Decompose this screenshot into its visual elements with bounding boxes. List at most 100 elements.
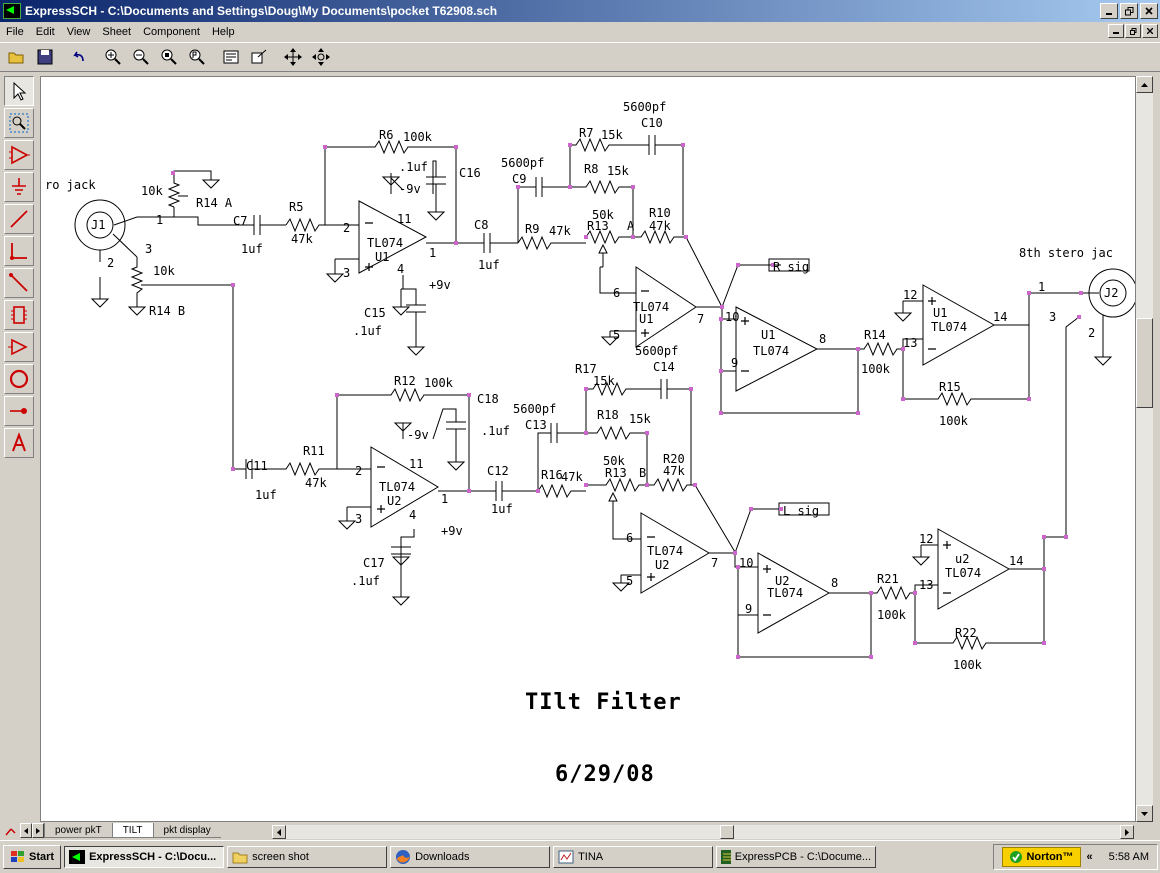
circle-tool[interactable] (4, 364, 34, 394)
doc-close-button[interactable] (1142, 24, 1158, 38)
scroll-left-button[interactable] (272, 825, 286, 839)
menu-view[interactable]: View (66, 25, 91, 38)
c11-value: 1uf (255, 488, 277, 502)
pin-9: 9 (731, 356, 738, 370)
ground-tool[interactable] (4, 172, 34, 202)
pin-1c: 1 (1038, 280, 1045, 294)
taskbar-item-screen-shot[interactable]: screen shot (227, 846, 388, 868)
vertical-scroll-thumb[interactable] (1136, 318, 1153, 408)
corner-wire-icon (10, 243, 27, 260)
vertical-scrollbar[interactable] (1136, 76, 1153, 822)
sheet-tab-bar: power pkT TILT pkt display (4, 822, 1154, 839)
doc-restore-button[interactable] (1125, 24, 1141, 38)
orthogonal-wire-tool[interactable] (4, 236, 34, 266)
minimize-button[interactable] (1100, 3, 1118, 19)
tab-pkt-display[interactable]: pkt display (152, 823, 221, 838)
schematic-drawing: ro jack J1 10k R14 A 1 3 2 10k R14 B C7 … (45, 100, 1135, 787)
open-button[interactable] (4, 44, 30, 70)
scroll-down-button[interactable] (1136, 805, 1153, 822)
pan-arrows-icon (284, 48, 302, 66)
c9-label: C9 (512, 172, 526, 186)
zoom-select-tool[interactable] (4, 108, 34, 138)
zoom-page-button[interactable] (184, 44, 210, 70)
close-icon (1145, 7, 1153, 15)
arrow-left-icon (24, 827, 28, 834)
tab-scroll-left[interactable] (20, 823, 32, 838)
u1a-ref: U1 (375, 250, 389, 264)
junction-tool[interactable] (4, 396, 34, 426)
pan-button[interactable] (280, 44, 306, 70)
tray-expand-button[interactable]: « (1086, 851, 1093, 863)
taskbar-item-downloads[interactable]: Downloads (390, 846, 551, 868)
undo-button[interactable] (66, 44, 92, 70)
r5-label: R5 (289, 200, 303, 214)
menu-file[interactable]: File (6, 25, 24, 38)
taskbar-item-label: ExpressSCH - C:\Docu... (89, 851, 217, 863)
move-button[interactable] (308, 44, 334, 70)
r17-value: 15k (593, 374, 615, 388)
menu-help[interactable]: Help (211, 25, 235, 38)
stereo-jack-label: 8th stero jac (1019, 246, 1113, 260)
taskbar-item-expresssch[interactable]: ExpressSCH - C:\Docu... (64, 846, 225, 868)
folder-icon (232, 852, 248, 864)
bus-tool[interactable] (4, 268, 34, 298)
start-button[interactable]: Start (3, 845, 62, 869)
tab-power-pkt[interactable]: power pkT (44, 823, 112, 838)
r22-label: R22 (955, 626, 977, 640)
c15-value: .1uf (353, 324, 382, 338)
select-tool[interactable] (4, 76, 34, 106)
menu-component[interactable]: Component (143, 25, 200, 38)
horizontal-scroll-thumb[interactable] (720, 825, 734, 839)
pin-2d: 2 (355, 464, 362, 478)
pin-3: 3 (145, 242, 152, 256)
scroll-right-button[interactable] (1120, 825, 1134, 839)
zoom-fit-button[interactable] (156, 44, 182, 70)
restore-icon (1124, 6, 1133, 15)
close-button[interactable] (1140, 3, 1158, 19)
save-disk-icon (37, 49, 53, 65)
tool-palette (4, 76, 38, 820)
r13a-value: 50k (592, 208, 614, 222)
window-title: ExpressSCH - C:\Documents and Settings\D… (25, 4, 498, 18)
menu-sheet[interactable]: Sheet (102, 25, 132, 38)
tab-scroll-start[interactable] (4, 824, 20, 837)
schematic-canvas[interactable]: ro jack J1 10k R14 A 1 3 2 10k R14 B C7 … (40, 76, 1136, 822)
diagonal-wire-icon (10, 210, 28, 228)
zoom-out-button[interactable] (128, 44, 154, 70)
scroll-up-button[interactable] (1136, 76, 1153, 93)
menu-edit[interactable]: Edit (35, 25, 55, 38)
place-component-tool[interactable] (4, 140, 34, 170)
wire-tool[interactable] (4, 204, 34, 234)
pin-7: 7 (697, 312, 704, 326)
bus-line-icon (9, 273, 28, 292)
restore-button[interactable] (1120, 3, 1138, 19)
pcb-link-button[interactable] (246, 44, 272, 70)
doc-minimize-button[interactable] (1108, 24, 1124, 38)
pin-10b: 10 (739, 556, 753, 570)
r13b-section: B (639, 466, 646, 480)
pin-3d: 3 (355, 512, 362, 526)
zoom-in-button[interactable] (100, 44, 126, 70)
u1c-ref: U1 (761, 328, 775, 342)
junction-dot-icon (10, 408, 27, 414)
j1-label: J1 (91, 218, 105, 232)
taskbar-item-expresspcb[interactable]: ExpressPCB - C:\Docume... (716, 846, 877, 868)
pin-1: 1 (156, 213, 163, 227)
expresssch-app-icon[interactable] (3, 3, 21, 19)
component-properties-button[interactable] (218, 44, 244, 70)
norton-button[interactable]: Norton™ (1002, 847, 1081, 867)
u2d-ref: u2 (955, 552, 969, 566)
taskbar-item-tina[interactable]: TINA (553, 846, 714, 868)
tab-tilt[interactable]: TILT (111, 823, 153, 838)
pin-4: 4 (397, 262, 404, 276)
r21-label: R21 (877, 572, 899, 586)
norton-label: Norton™ (1026, 851, 1074, 863)
tab-scroll-right[interactable] (32, 823, 44, 838)
save-button[interactable] (32, 44, 58, 70)
u1-pos-supply: +9v (429, 278, 451, 292)
buffer-tool[interactable] (4, 332, 34, 362)
ic-tool[interactable] (4, 300, 34, 330)
c18-value: .1uf (481, 424, 510, 438)
horizontal-scrollbar[interactable] (272, 825, 1134, 839)
text-tool[interactable] (4, 428, 34, 458)
